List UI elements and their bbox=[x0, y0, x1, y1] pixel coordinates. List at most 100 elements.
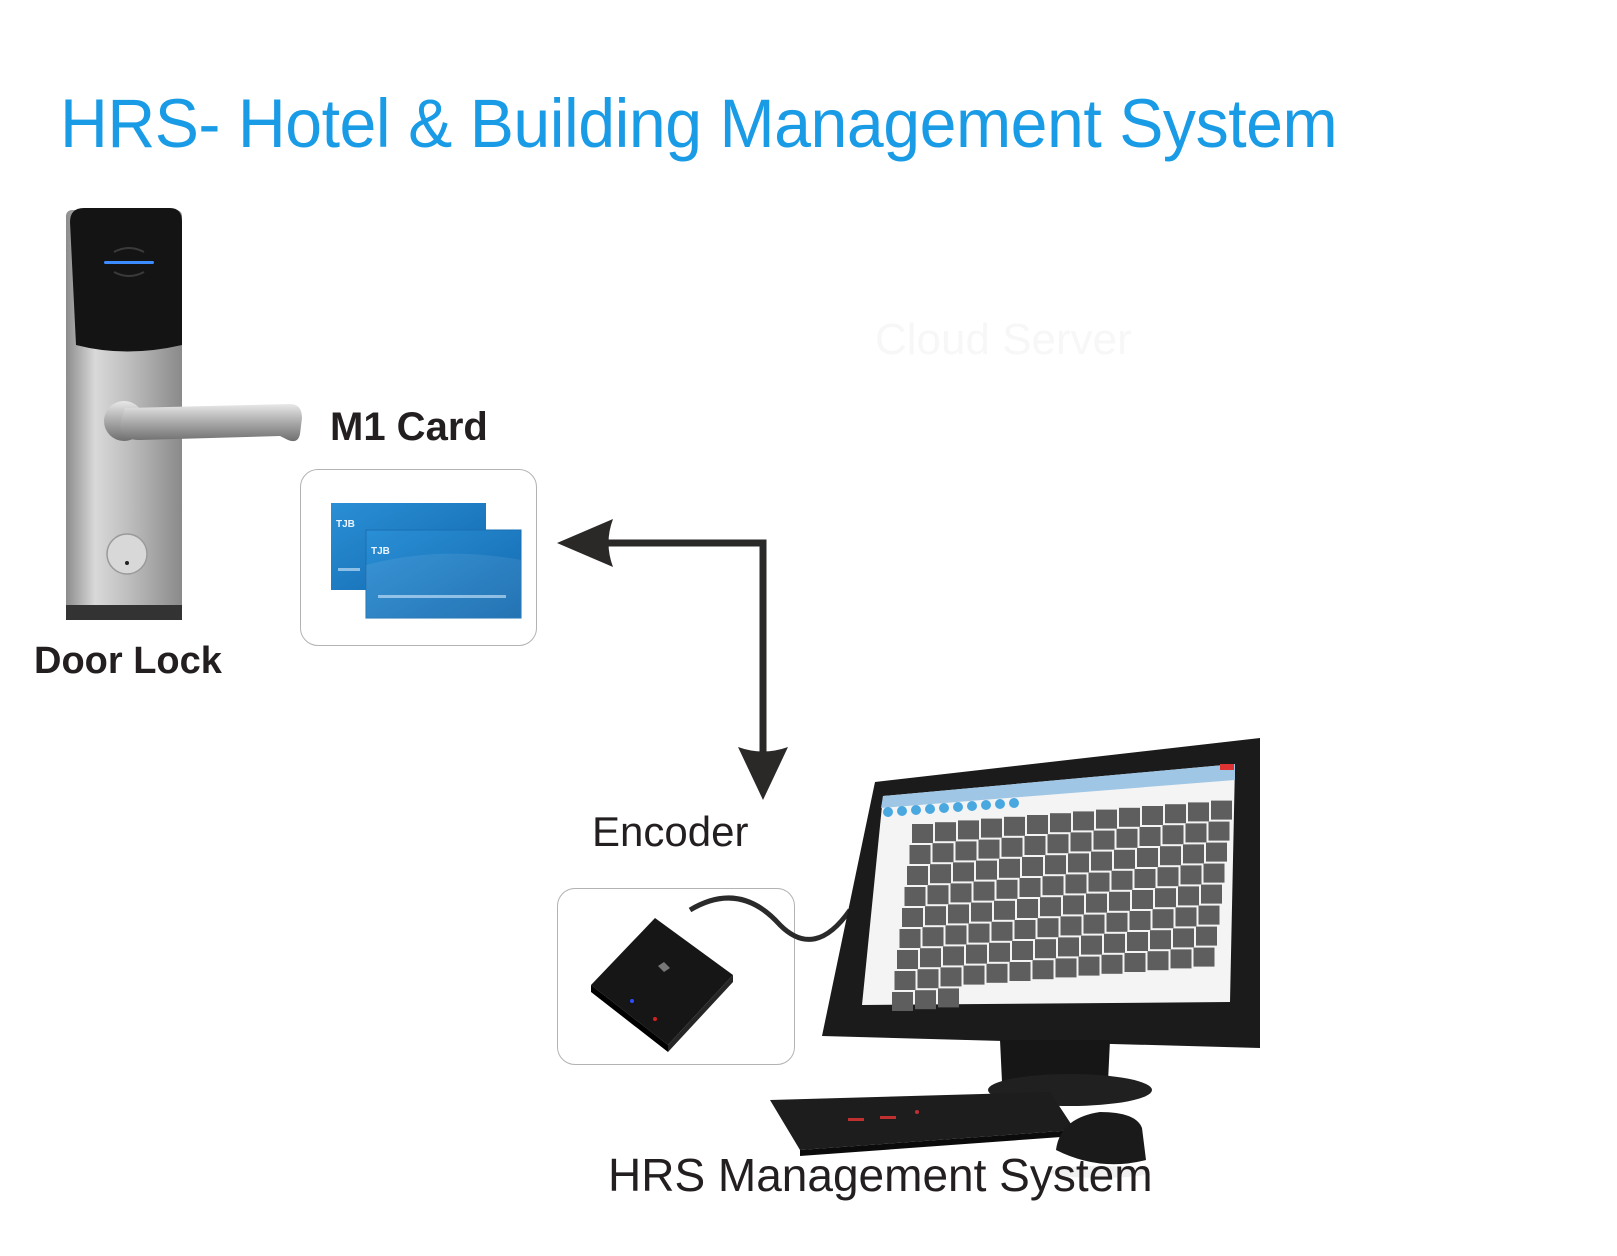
room-tile bbox=[1211, 800, 1232, 820]
card-logo-front: TJB bbox=[371, 546, 390, 557]
room-tile bbox=[912, 824, 933, 843]
room-tile bbox=[999, 858, 1020, 878]
room-tile bbox=[1055, 958, 1077, 978]
room-tile bbox=[1111, 870, 1133, 890]
room-tile bbox=[1009, 962, 1031, 981]
room-tile bbox=[1173, 928, 1194, 948]
room-tile bbox=[958, 820, 979, 840]
room-tile bbox=[1083, 914, 1105, 934]
room-tile bbox=[1147, 951, 1169, 971]
room-tile bbox=[894, 971, 916, 990]
room-tile bbox=[1070, 832, 1092, 852]
room-tile bbox=[1022, 857, 1043, 876]
room-tile bbox=[932, 843, 954, 863]
room-tile bbox=[1193, 947, 1215, 967]
room-tile bbox=[1160, 846, 1181, 866]
room-tile bbox=[904, 887, 926, 906]
room-tile bbox=[981, 818, 1002, 838]
room-tile bbox=[1058, 937, 1079, 957]
room-tile bbox=[1175, 907, 1197, 927]
room-tile bbox=[1104, 933, 1125, 953]
room-tile bbox=[935, 822, 956, 842]
room-tile bbox=[899, 929, 921, 948]
room-tile bbox=[943, 946, 964, 966]
room-tile bbox=[1134, 869, 1156, 888]
room-tile bbox=[1114, 849, 1135, 869]
room-tile bbox=[1004, 816, 1025, 836]
room-tile bbox=[920, 948, 941, 968]
room-tile bbox=[1208, 821, 1230, 841]
encoder-label: Encoder bbox=[592, 808, 749, 855]
room-tile bbox=[978, 839, 1000, 859]
room-tile bbox=[902, 908, 923, 927]
room-tile bbox=[989, 942, 1010, 962]
room-tile bbox=[1178, 886, 1199, 906]
room-tile bbox=[1109, 891, 1130, 911]
room-tile bbox=[922, 927, 944, 947]
room-tile bbox=[938, 988, 959, 1008]
room-tile bbox=[927, 885, 949, 905]
room-tile bbox=[1001, 837, 1023, 857]
room-tile bbox=[1203, 863, 1225, 883]
card-label: M1 Card bbox=[330, 405, 488, 449]
room-tile bbox=[1065, 874, 1087, 894]
room-tile bbox=[1012, 941, 1033, 960]
room-tile bbox=[973, 881, 995, 901]
room-tile bbox=[986, 963, 1008, 983]
room-tile bbox=[1165, 804, 1186, 824]
room-tile bbox=[1047, 834, 1069, 854]
room-tile bbox=[950, 883, 972, 903]
room-tile bbox=[1063, 895, 1084, 915]
room-tile bbox=[971, 902, 992, 922]
room-tile bbox=[1119, 807, 1140, 827]
room-tile bbox=[945, 925, 967, 945]
room-tile bbox=[1132, 890, 1153, 909]
room-tile bbox=[1017, 899, 1038, 918]
room-tile bbox=[1027, 815, 1048, 834]
room-tile bbox=[1040, 897, 1061, 917]
room-tile bbox=[1088, 872, 1110, 892]
room-tile bbox=[1014, 920, 1036, 939]
room-tile bbox=[1093, 830, 1115, 850]
room-tile bbox=[1050, 813, 1071, 833]
room-tile bbox=[940, 967, 962, 987]
room-tile bbox=[976, 860, 997, 880]
room-tile bbox=[1116, 828, 1138, 848]
room-tile bbox=[1152, 909, 1174, 929]
room-tile bbox=[907, 866, 928, 885]
room-tile bbox=[915, 990, 936, 1010]
room-tile bbox=[1206, 842, 1227, 862]
room-tile bbox=[1139, 827, 1161, 846]
room-tile bbox=[1106, 912, 1128, 932]
room-tile bbox=[1060, 916, 1082, 936]
room-tile bbox=[1124, 953, 1146, 972]
room-tile bbox=[1155, 888, 1176, 908]
room-tile bbox=[1198, 905, 1220, 925]
card-logo-back: TJB bbox=[336, 519, 355, 530]
room-tile bbox=[1183, 844, 1204, 864]
room-tile bbox=[1180, 865, 1202, 885]
room-tile bbox=[1078, 956, 1100, 976]
room-tile bbox=[1035, 939, 1056, 959]
room-tile bbox=[1073, 811, 1094, 831]
room-tile bbox=[1170, 949, 1192, 969]
room-tile bbox=[968, 923, 990, 943]
room-tile bbox=[1162, 825, 1184, 845]
room-tile bbox=[925, 906, 946, 926]
room-tile bbox=[1137, 848, 1158, 867]
room-tile bbox=[1091, 851, 1112, 871]
room-tile bbox=[917, 969, 939, 989]
page-title: HRS- Hotel & Building Management System bbox=[60, 85, 1338, 162]
room-tile bbox=[1196, 926, 1217, 946]
room-tile bbox=[897, 950, 918, 969]
room-tile bbox=[1129, 911, 1151, 930]
room-tile bbox=[1037, 918, 1059, 938]
room-tile bbox=[1096, 809, 1117, 829]
room-tile bbox=[1127, 932, 1148, 951]
room-tile bbox=[1201, 884, 1222, 904]
